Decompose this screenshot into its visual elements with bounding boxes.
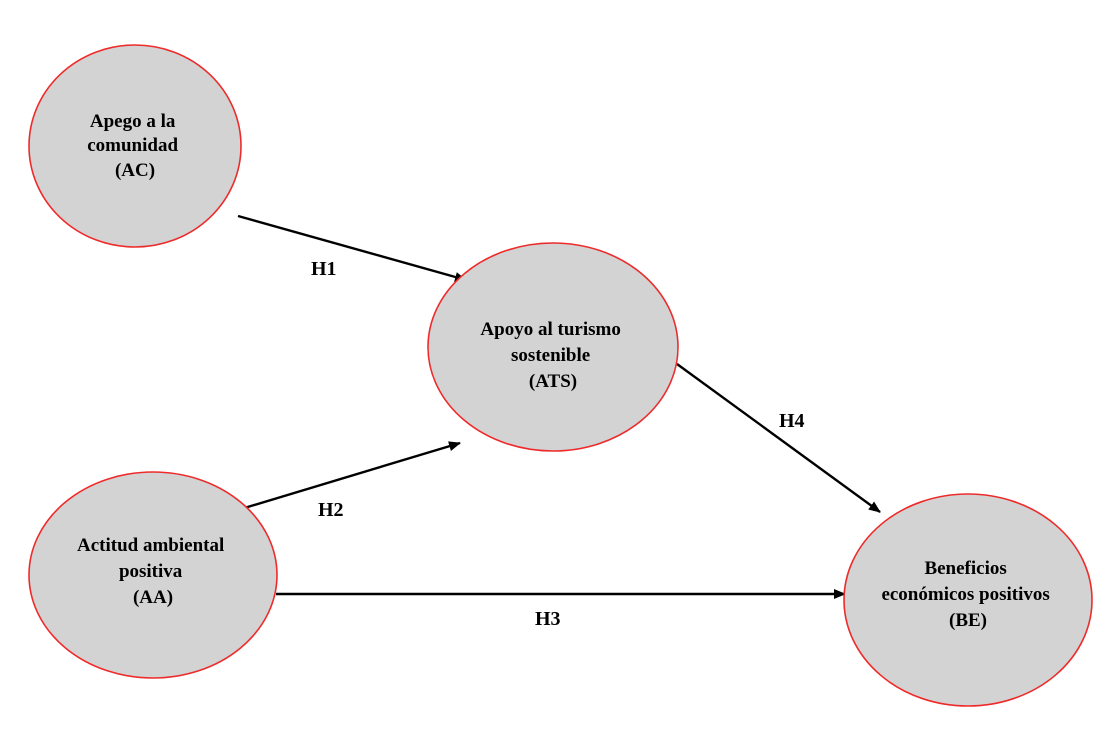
node-be: Beneficios económicos positivos (BE) (843, 493, 1093, 707)
node-ats-line-2: sostenible (511, 345, 590, 366)
node-ac-line-1: Apego a la (90, 111, 176, 132)
node-ac: Apego a la comunidad (AC) (28, 44, 242, 248)
node-be-line-1: Beneficios (924, 558, 1006, 579)
node-be-line-3: (BE) (949, 610, 987, 631)
node-ats: Apoyo al turismo sostenible (ATS) (427, 242, 679, 452)
node-ats-line-1: Apoyo al turismo (480, 319, 620, 340)
edge-h2-label: H2 (318, 499, 344, 521)
node-ats-line-3: (ATS) (529, 371, 577, 392)
node-be-line-2: económicos positivos (881, 584, 1049, 605)
node-ac-line-2: comunidad (87, 135, 178, 156)
edge-h4-arrow (676, 363, 881, 513)
node-be-ellipse (843, 493, 1093, 707)
node-aa: Actitud ambiental positiva (AA) (28, 471, 278, 679)
edge-h4: H4 (676, 363, 881, 513)
edge-h2: H2 (240, 441, 461, 521)
node-be-label: Beneficios económicos positivos (BE) (881, 558, 1054, 631)
node-ats-ellipse (427, 242, 679, 452)
edge-h1: H1 (237, 214, 467, 282)
edge-h3: H3 (276, 589, 846, 630)
node-ac-ellipse (28, 44, 242, 248)
node-ac-line-3: (AC) (115, 160, 155, 181)
node-aa-line-1: Actitud ambiental (77, 535, 224, 556)
node-aa-line-2: positiva (119, 561, 183, 582)
edge-h1-arrow (237, 214, 467, 282)
node-aa-line-3: (AA) (133, 587, 173, 608)
node-aa-label: Actitud ambiental positiva (AA) (77, 535, 229, 608)
edge-h2-arrow (240, 441, 461, 511)
edge-h3-label: H3 (535, 608, 561, 630)
edge-h1-label: H1 (311, 258, 337, 280)
node-ac-label: Apego a la comunidad (AC) (87, 111, 183, 181)
node-aa-ellipse (28, 471, 278, 679)
edge-h4-label: H4 (779, 410, 805, 432)
node-ats-label: Apoyo al turismo sostenible (ATS) (480, 319, 625, 392)
